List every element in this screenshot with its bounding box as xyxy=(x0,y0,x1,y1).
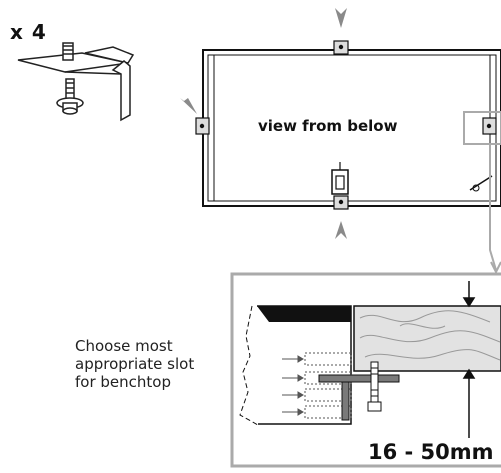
quantity-label: x 4 xyxy=(10,20,47,44)
thickness-range: 16 - 50mm xyxy=(368,440,494,464)
thickness-arrows xyxy=(462,281,476,438)
note-line: for benchtop xyxy=(75,373,171,391)
frame-caption: view from below xyxy=(258,117,398,135)
wood-grain-icon xyxy=(353,305,501,372)
clamp-detail-icon xyxy=(318,361,400,421)
note-line: appropriate slot xyxy=(75,355,195,373)
clamp-bracket-icon xyxy=(17,42,135,122)
mounting-bracket-icon xyxy=(195,40,497,210)
arrow-icon xyxy=(180,8,347,239)
slot-instruction: Choose most appropriate slot for benchto… xyxy=(75,337,230,391)
callout-connector xyxy=(463,111,501,275)
slot-arrows xyxy=(282,352,352,419)
note-line: Choose most xyxy=(75,337,173,355)
